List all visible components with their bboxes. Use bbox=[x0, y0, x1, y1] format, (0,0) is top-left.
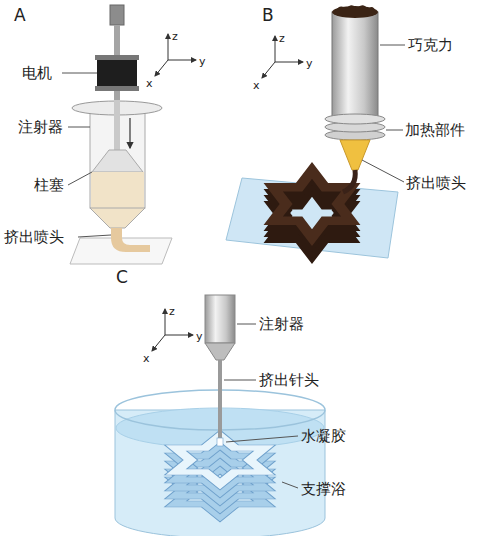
part-label: 挤出针头 bbox=[259, 371, 319, 389]
part-label: 水凝胶 bbox=[301, 427, 346, 445]
needle bbox=[218, 360, 222, 442]
leader-line bbox=[78, 235, 111, 237]
motor-plate bbox=[95, 55, 139, 60]
motion-arrow bbox=[129, 118, 130, 148]
syringe-taper bbox=[205, 343, 235, 360]
chocolate-top bbox=[332, 6, 378, 18]
leader-lines bbox=[224, 324, 298, 488]
star-top bbox=[264, 162, 361, 246]
leader-line bbox=[380, 45, 405, 46]
axis-line bbox=[165, 309, 166, 335]
leader-lines bbox=[62, 73, 111, 237]
plunger-head bbox=[92, 150, 143, 172]
axis-label: z bbox=[169, 303, 175, 321]
axis-label: y bbox=[196, 328, 203, 346]
motor-plate bbox=[95, 86, 139, 91]
motor-screw bbox=[110, 5, 124, 25]
leader-line bbox=[62, 73, 97, 74]
part-label: 电机 bbox=[22, 64, 52, 82]
syringe-taper bbox=[90, 208, 145, 228]
part-label: 注射器 bbox=[18, 118, 63, 136]
axis-label: z bbox=[279, 30, 285, 48]
part-label: 支撑浴 bbox=[301, 480, 346, 498]
part-label: 柱塞 bbox=[34, 176, 64, 194]
axis-label: x bbox=[143, 350, 150, 368]
leader-line bbox=[362, 160, 404, 182]
syringe-contents bbox=[91, 172, 144, 208]
part-label: 注射器 bbox=[259, 315, 304, 333]
axis-label: y bbox=[306, 55, 313, 73]
axis-line bbox=[168, 34, 169, 60]
axis-label: x bbox=[146, 75, 153, 93]
part-label: 巧克力 bbox=[408, 36, 453, 54]
extruded-paste bbox=[111, 228, 150, 252]
axis-line bbox=[275, 36, 276, 62]
axis-line bbox=[152, 335, 165, 351]
axis-line bbox=[165, 335, 193, 336]
motor-body bbox=[97, 60, 137, 87]
part-label: 挤出喷头 bbox=[406, 174, 466, 192]
leader-line bbox=[68, 127, 90, 128]
part-label: 加热部件 bbox=[405, 121, 465, 139]
panel-letter: C bbox=[116, 268, 128, 286]
chocolate-cartridge bbox=[332, 12, 378, 117]
axis-line bbox=[275, 62, 303, 63]
axis-label: x bbox=[253, 77, 260, 95]
syringe-barrel bbox=[205, 295, 235, 343]
leader-line bbox=[237, 324, 256, 325]
leader-line bbox=[282, 482, 298, 488]
heating-ring bbox=[325, 114, 385, 124]
leader-line bbox=[68, 172, 92, 185]
plunger-rod bbox=[114, 100, 120, 152]
axis-line bbox=[262, 62, 275, 78]
axis-line bbox=[155, 60, 168, 76]
leader-line bbox=[224, 380, 256, 381]
panel-letter: B bbox=[262, 6, 274, 24]
nozzle-cone bbox=[340, 140, 370, 170]
chocolate-strand bbox=[343, 170, 355, 192]
axis-label: z bbox=[172, 28, 178, 46]
axis-line bbox=[168, 60, 196, 61]
chocolate-top bbox=[335, 5, 376, 12]
leader-line bbox=[386, 130, 403, 131]
axis-label: y bbox=[199, 53, 206, 71]
leader-lines bbox=[362, 45, 405, 182]
leader-line bbox=[226, 436, 298, 442]
part-label: 挤出喷头 bbox=[4, 228, 64, 246]
panel-letter: A bbox=[14, 6, 26, 24]
printed-star bbox=[165, 430, 276, 522]
hydrogel-strand bbox=[217, 438, 223, 446]
